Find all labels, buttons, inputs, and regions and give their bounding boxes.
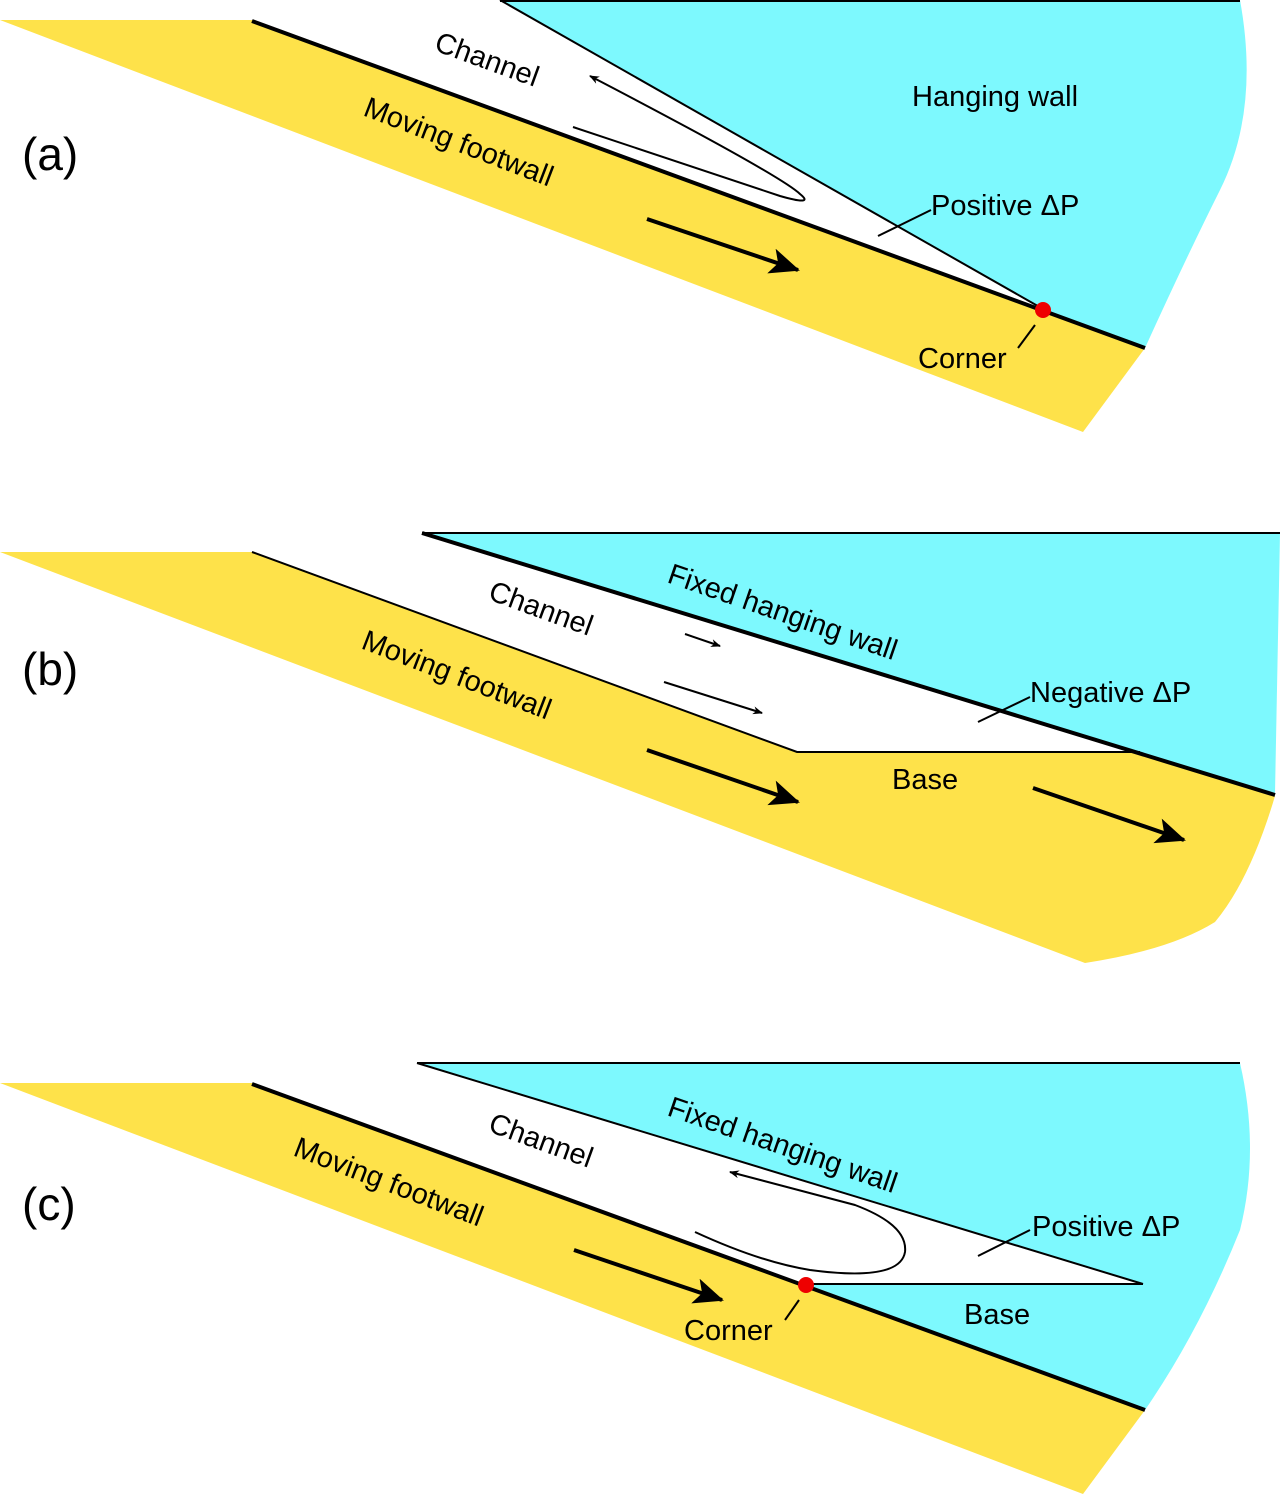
base-motion-arrow <box>1032 786 1186 844</box>
moving-footwall <box>0 552 1275 963</box>
corner-label: Corner <box>918 343 1007 375</box>
footwall-motion-arrow <box>646 217 800 274</box>
pressure-leader <box>977 696 1031 723</box>
base-label: Base <box>964 1299 1030 1331</box>
panel-label: (b) <box>22 643 78 695</box>
panel-label: (c) <box>22 1178 76 1230</box>
pressure-label: Positive ΔP <box>931 190 1079 222</box>
panel-c: (c) Channel Moving footwall Fixed hangin… <box>0 1062 1250 1494</box>
corner-point <box>798 1277 814 1293</box>
corner-leader <box>784 1299 800 1321</box>
moving-footwall <box>0 20 1145 432</box>
hanging-wall-label: Hanging wall <box>912 81 1078 113</box>
pressure-label: Negative ΔP <box>1030 677 1191 709</box>
panel-a: (a) Channel Moving footwall Hanging wall… <box>0 0 1247 432</box>
corner-point <box>1035 302 1051 318</box>
hanging-wall-boundary <box>499 0 1044 310</box>
corner-label: Corner <box>684 1315 773 1347</box>
channel <box>252 533 1140 752</box>
base-label: Base <box>892 764 958 796</box>
pressure-leader <box>977 1229 1031 1257</box>
channel-flow-arrow-large <box>663 681 763 715</box>
pressure-label: Positive ΔP <box>1032 1211 1180 1243</box>
corner-leader <box>1017 324 1036 349</box>
panel-b: (b) Channel Moving footwall Fixed hangin… <box>0 531 1280 963</box>
hanging-wall-boundary <box>416 1062 1144 1285</box>
panel-label: (a) <box>22 128 78 180</box>
channel-flow-arrow-small <box>684 633 721 647</box>
channel-flow-arrow <box>572 75 806 202</box>
moving-footwall <box>0 1083 1145 1494</box>
pressure-leader <box>877 209 932 237</box>
hanging-wall <box>500 0 1247 348</box>
fault-line <box>251 1082 1146 1412</box>
channel-flow-arrow <box>694 1170 907 1275</box>
footwall-motion-arrow <box>646 748 800 806</box>
footwall-motion-arrow <box>573 1248 724 1304</box>
hanging-wall <box>417 1063 1250 1410</box>
channel-label: Channel <box>485 1108 597 1175</box>
footwall-boundary <box>251 551 1140 753</box>
channel-label: Channel <box>431 27 543 94</box>
fault-line <box>251 19 1146 350</box>
